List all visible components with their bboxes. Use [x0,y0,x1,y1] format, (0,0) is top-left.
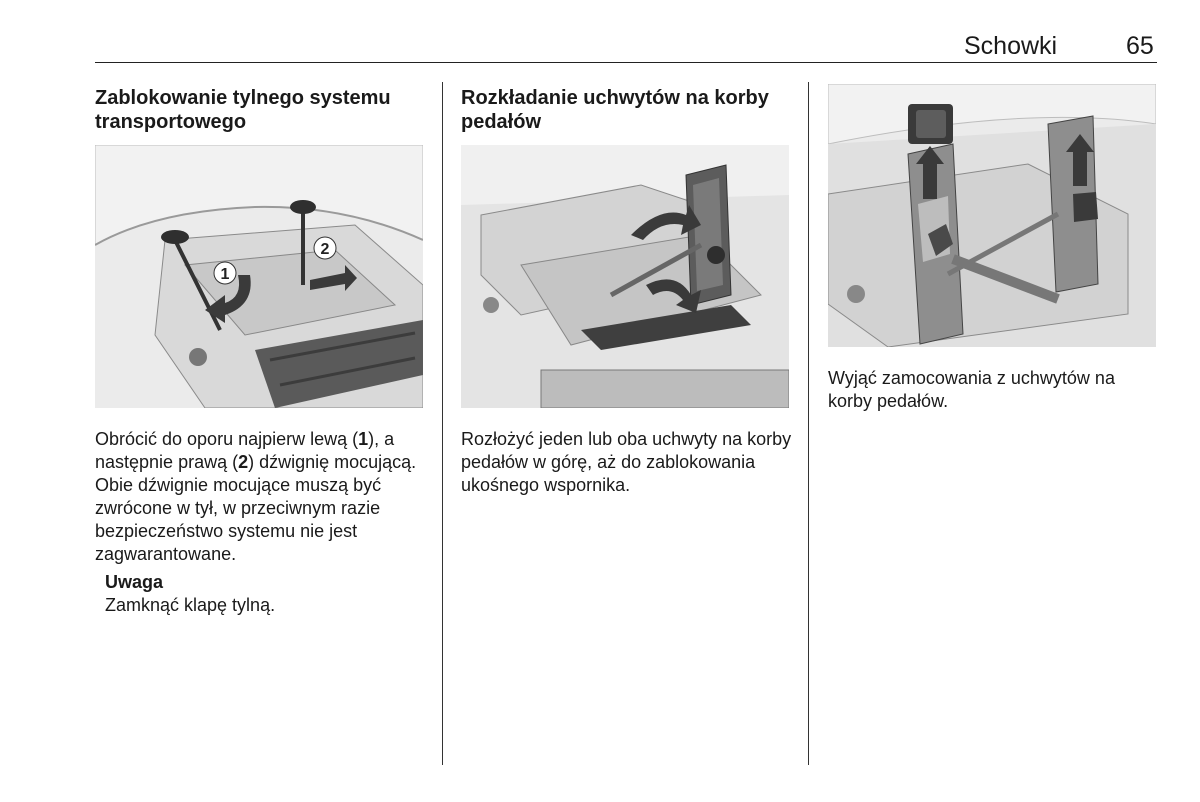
note-text: Zamknąć klapę tylną. [105,595,276,615]
column-divider-1 [442,82,443,765]
figure-remove-mounts [828,84,1156,347]
figure-unfold-holders [461,145,789,408]
section-heading-unfold-holders: Rozkładanie uchwytów na korby pedałów [461,87,769,133]
note-label: Uwaga [105,572,164,592]
lock-levers-illustration: 1 2 [95,145,423,408]
body-text-unfold: Rozłożyć jeden lub oba uchwyty na korby … [461,429,792,495]
callout-1: 1 [221,266,230,283]
header-divider [95,62,1157,63]
section-heading-lock-carrier: Zablokowanie tylnego systemu transportow… [95,87,391,133]
unfold-holders-illustration [461,145,789,408]
column-divider-2 [808,82,809,765]
remove-mounts-illustration [828,84,1156,347]
body-text-lock: Obrócić do oporu najpierw lewą (1), a na… [95,429,417,564]
page-number: 65 [1126,32,1154,60]
body-text-remove: Wyjąć zamocowania z uchwytów na korby pe… [828,368,1115,411]
section-title: Schowki [964,32,1058,60]
figure-lock-levers: 1 2 [95,145,423,408]
callout-2: 2 [321,241,330,258]
